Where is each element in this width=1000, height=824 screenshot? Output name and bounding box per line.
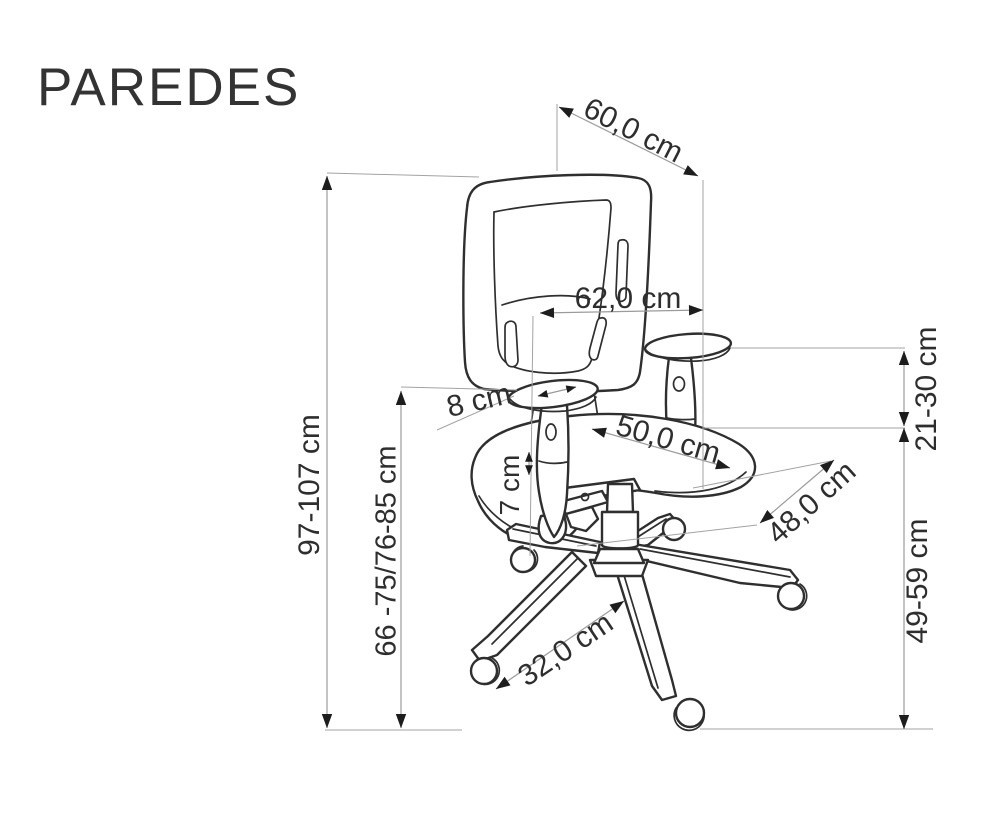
base: [469, 512, 808, 732]
label-armrest-height: 21-30 cm: [910, 326, 943, 452]
label-seat-thickness: 7 cm: [494, 454, 525, 516]
label-backrest-width: 62,0 cm: [574, 282, 682, 315]
label-seat-height: 49-59 cm: [901, 518, 934, 644]
label-backrest-height: 66 -75/76-85 cm: [370, 445, 403, 657]
dim-backrest-width: [539, 305, 704, 318]
dim-armrest-pad-width: [537, 385, 577, 398]
backrest-slot-lower-right: [588, 316, 608, 361]
dim-base-leg: [495, 600, 625, 690]
floor-lines: [325, 728, 933, 731]
product-name: PAREDES: [37, 58, 301, 117]
dim-backrest-diagonal: [558, 106, 699, 177]
gas-lift-column: [588, 482, 650, 578]
dimension-lines: [321, 106, 910, 730]
label-total-height: 97-107 cm: [293, 414, 326, 556]
caster-back-right: [661, 516, 687, 542]
backrest-slot-upper: [615, 238, 629, 303]
lumbar-contour-line: [501, 294, 591, 306]
right-armrest: [643, 332, 733, 446]
dim-seat-width: [591, 427, 731, 470]
dim-seat-depth: [759, 459, 835, 524]
backrest-slot-lower-left: [504, 320, 519, 368]
armrest-width-leader: [436, 395, 515, 431]
